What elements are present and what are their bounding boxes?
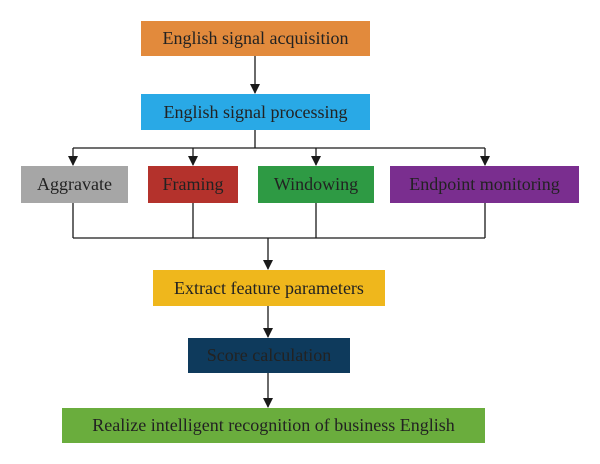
node-endpoint-monitoring: Endpoint monitoring: [390, 166, 579, 203]
node-score-calculation-label: Score calculation: [206, 345, 332, 365]
node-aggravate-label: Aggravate: [37, 174, 112, 194]
node-endpoint-monitoring-label: Endpoint monitoring: [409, 174, 560, 194]
node-framing: Framing: [148, 166, 238, 203]
node-extract-feature-parameters-label: Extract feature parameters: [174, 277, 364, 298]
node-score-calculation: Score calculation: [188, 338, 350, 373]
node-aggravate: Aggravate: [21, 166, 128, 203]
node-signal-acquisition-label: English signal acquisition: [162, 28, 349, 48]
node-extract-feature-parameters: Extract feature parameters: [153, 270, 385, 306]
node-realize-recognition-label: Realize intelligent recognition of busin…: [92, 415, 455, 435]
node-windowing-label: Windowing: [273, 174, 359, 194]
node-framing-label: Framing: [162, 174, 224, 194]
node-signal-processing: English signal processing: [141, 94, 370, 130]
node-windowing: Windowing: [258, 166, 374, 203]
node-signal-processing-label: English signal processing: [163, 101, 348, 122]
node-signal-acquisition: English signal acquisition: [141, 21, 370, 56]
node-realize-recognition: Realize intelligent recognition of busin…: [62, 408, 485, 443]
